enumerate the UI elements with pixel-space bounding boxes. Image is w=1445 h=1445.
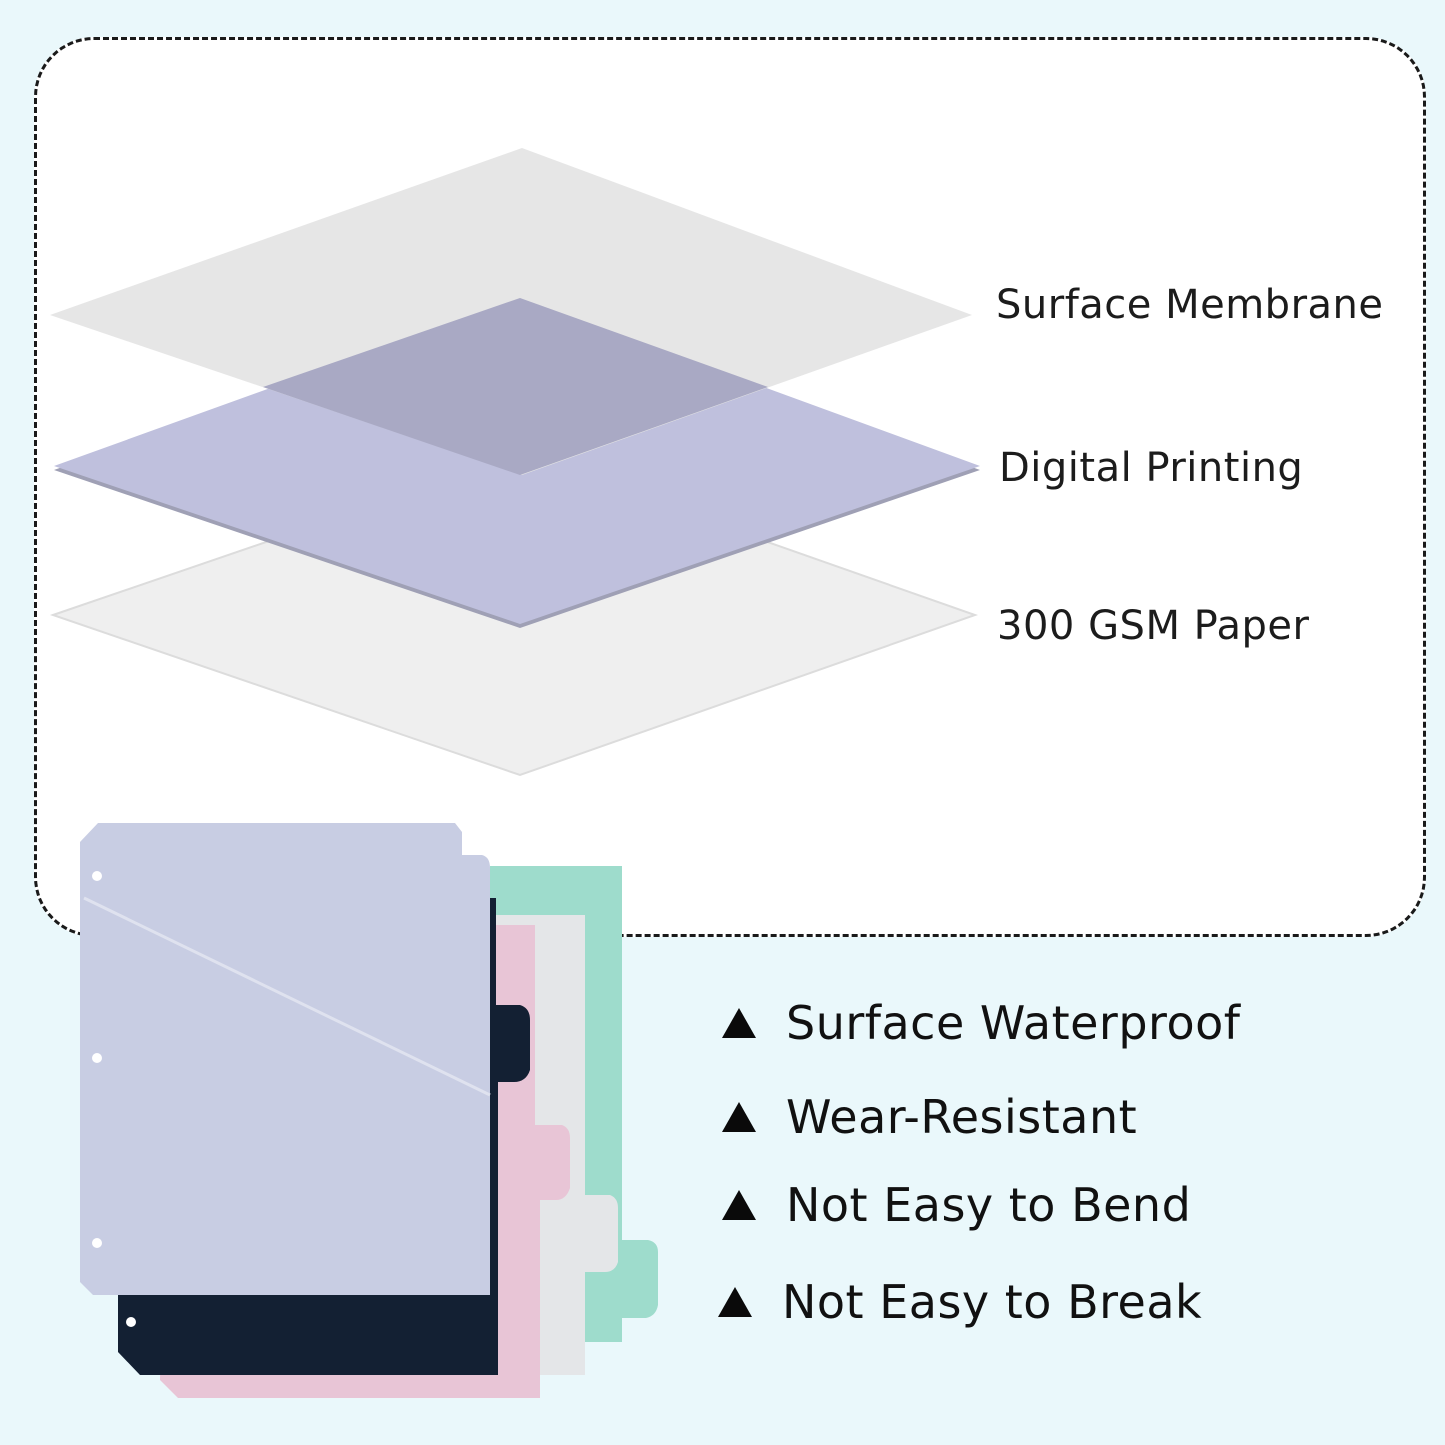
label-surface-membrane: Surface Membrane [996, 282, 1384, 328]
divider-pocket-line [83, 896, 491, 1097]
label-digital-printing: Digital Printing [999, 445, 1304, 491]
feature-item: Surface Waterproof [722, 996, 1240, 1050]
feature-label: Not Easy to Break [782, 1275, 1203, 1329]
feature-item: Not Easy to Break [718, 1275, 1202, 1329]
triangle-bullet-icon [722, 1190, 756, 1220]
feature-label: Not Easy to Bend [786, 1178, 1192, 1232]
label-300gsm-paper: 300 GSM Paper [997, 603, 1310, 649]
divider-set [80, 823, 658, 1398]
feature-item: Wear-Resistant [722, 1090, 1137, 1144]
feature-item: Not Easy to Bend [722, 1178, 1191, 1232]
divider-lavender [80, 823, 490, 1295]
triangle-bullet-icon [722, 1102, 756, 1132]
feature-label: Surface Waterproof [786, 996, 1241, 1050]
overlap-region [263, 298, 768, 475]
triangle-bullet-icon [718, 1287, 752, 1317]
triangle-bullet-icon [722, 1008, 756, 1038]
feature-label: Wear-Resistant [786, 1090, 1138, 1144]
